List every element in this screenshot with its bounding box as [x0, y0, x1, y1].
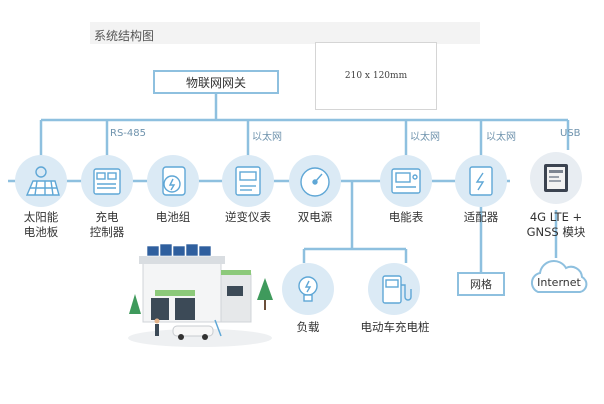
load-node — [282, 263, 334, 315]
load-label: 负载 — [296, 320, 320, 334]
lightbulb-icon — [298, 276, 318, 302]
gauge-icon — [300, 167, 330, 197]
solar-panel-label: 太阳能 电池板 — [23, 210, 59, 239]
lte-module-icon — [544, 164, 568, 192]
grid-box: 网格 — [457, 272, 505, 296]
protocol-rs485: RS-485 — [110, 128, 146, 139]
protocol-usb: USB — [560, 128, 581, 139]
lte-module-label: 4G LTE + GNSS 模块 — [526, 210, 586, 239]
battery-label: 电池组 — [155, 210, 191, 224]
solar-house-illustration — [128, 243, 273, 347]
energy-meter-node — [380, 155, 432, 207]
dual-power-node — [289, 155, 341, 207]
diagram-title: 系统结构图 — [94, 29, 155, 43]
protocol-ethernet: 以太网 — [486, 132, 516, 143]
adapter-node — [455, 155, 507, 207]
protocol-ethernet: 以太网 — [252, 132, 282, 143]
charge-controller-label: 充电 控制器 — [89, 210, 125, 239]
protocol-ethernet: 以太网 — [410, 132, 440, 143]
internet-label: Internet — [537, 276, 581, 289]
ev-charger-node — [368, 263, 420, 315]
title-bar — [90, 22, 480, 44]
adapter-label: 适配器 — [463, 210, 499, 224]
battery-bolt-icon — [162, 166, 186, 196]
solar-panel-icon — [25, 166, 60, 196]
energy-meter-label: 电能表 — [388, 210, 424, 224]
ev-charger-icon — [382, 275, 412, 304]
lte-module-node — [530, 152, 582, 204]
charge-controller-node — [81, 155, 133, 207]
adapter-bolt-icon — [469, 166, 493, 196]
meter-icon — [235, 166, 261, 196]
energy-meter-icon — [391, 168, 421, 194]
internet-cloud-icon — [530, 259, 588, 293]
inverter-meter-node — [222, 155, 274, 207]
iot-gateway-box: 物联网网关 — [153, 70, 279, 94]
solar-panel-node — [15, 155, 67, 207]
dual-power-label: 双电源 — [297, 210, 333, 224]
battery-node — [147, 155, 199, 207]
charge-controller-icon — [93, 168, 121, 195]
inverter-meter-label: 逆变仪表 — [225, 210, 271, 224]
ev-charger-label: 电动车充电桩 — [360, 320, 430, 334]
size-note-box: 210 x 120mm — [315, 42, 437, 110]
